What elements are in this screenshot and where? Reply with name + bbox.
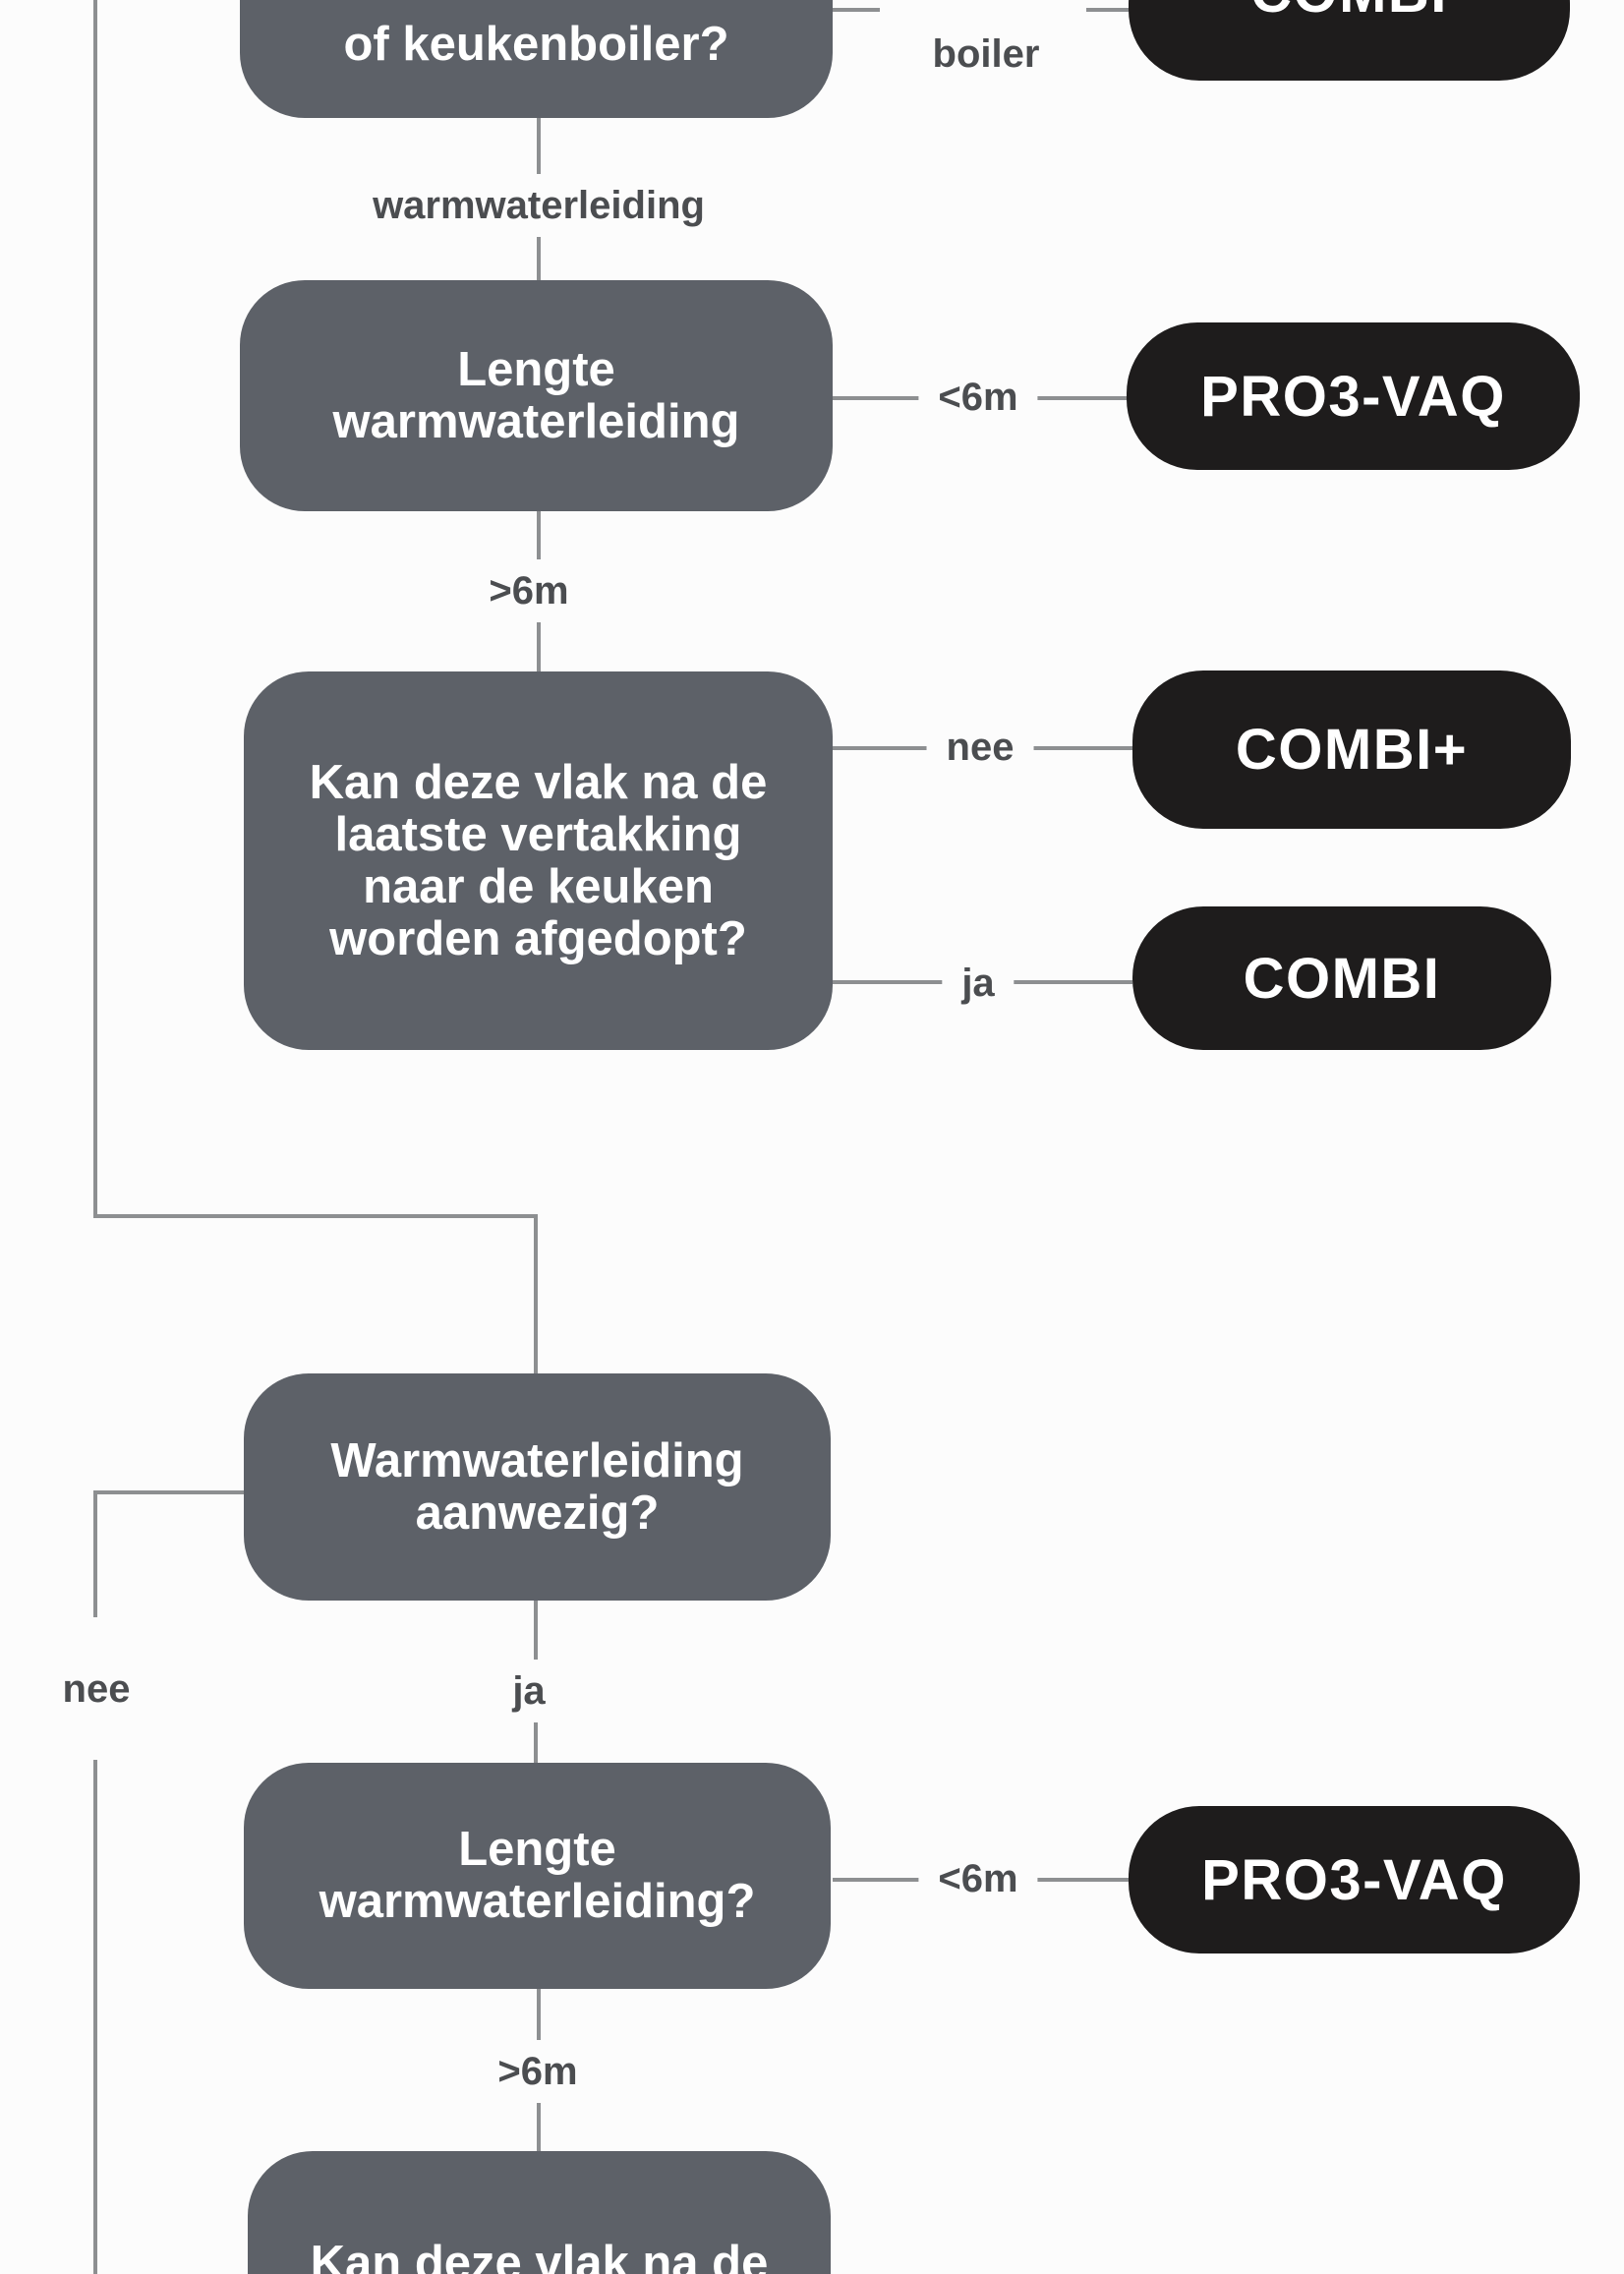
question-text: Kan deze vlak na de bbox=[310, 2237, 769, 2274]
connector-nee-2-horizontal bbox=[93, 1490, 244, 1494]
edge-label-warmwaterleiding: warmwaterleiding bbox=[353, 174, 725, 237]
edge-label-nee-1: nee bbox=[926, 716, 1034, 779]
question-text: warmwaterleiding bbox=[332, 394, 740, 448]
question-box-lengte-1: Lengte warmwaterleiding bbox=[240, 280, 833, 511]
connector-boiler-right-dash bbox=[1086, 8, 1129, 12]
question-text: aanwezig? bbox=[415, 1486, 660, 1540]
result-box-combi-plus: COMBI+ bbox=[1132, 671, 1571, 829]
edge-label-boiler: boiler bbox=[932, 32, 1040, 76]
connector-ja-2-vertical-a bbox=[534, 1601, 538, 1660]
edge-label-gt6m-1: >6m bbox=[469, 559, 589, 622]
edge-label-lt6m-2: <6m bbox=[918, 1847, 1038, 1910]
connector-trunk-elbow-horizontal bbox=[93, 1214, 538, 1218]
result-text: COMBI+ bbox=[1235, 718, 1469, 782]
result-box-pro3vaq-2: PRO3-VAQ bbox=[1129, 1806, 1580, 1953]
question-text: warmwaterleiding? bbox=[319, 1875, 756, 1928]
connector-boiler-left-dash bbox=[833, 8, 880, 12]
question-text: worden afgedopt? bbox=[329, 911, 747, 965]
connector-trunk-into-aanwezig bbox=[534, 1214, 538, 1373]
result-text: PRO3-VAQ bbox=[1201, 1847, 1507, 1912]
edge-label-nee-2: nee bbox=[62, 1667, 131, 1711]
question-box-afdoppen-1: Kan deze vlak na de laatste vertakking n… bbox=[244, 671, 833, 1050]
question-box-afdoppen-2: Kan deze vlak na de bbox=[248, 2151, 831, 2274]
question-text: of keukenboiler? bbox=[343, 18, 729, 71]
question-text: laatste vertakking bbox=[334, 807, 742, 861]
question-box-lengte-2: Lengte warmwaterleiding? bbox=[244, 1763, 831, 1989]
edge-label-lt6m-1: <6m bbox=[918, 366, 1038, 429]
result-box-combi-top: COMBI bbox=[1129, 0, 1570, 81]
question-text: naar de keuken bbox=[363, 859, 714, 913]
connector-nee-2-vertical-a bbox=[93, 1490, 97, 1617]
result-text: PRO3-VAQ bbox=[1200, 364, 1506, 429]
connector-trunk-left-vertical bbox=[93, 0, 97, 1216]
result-text: COMBI bbox=[1250, 0, 1448, 26]
connector-nee-2-vertical-b bbox=[93, 1760, 97, 2274]
question-text: Warmwaterleiding bbox=[330, 1433, 744, 1487]
result-box-pro3vaq-1: PRO3-VAQ bbox=[1127, 322, 1580, 470]
edge-label-gt6m-2: >6m bbox=[478, 2040, 598, 2103]
question-box-keukenboiler: of keukenboiler? bbox=[240, 0, 833, 118]
edge-label-ja-2: ja bbox=[512, 1669, 546, 1713]
question-text: Lengte bbox=[457, 342, 615, 396]
edge-label-ja-1: ja bbox=[942, 952, 1015, 1015]
question-text: Kan deze vlak na de bbox=[309, 755, 768, 809]
result-box-combi-2: COMBI bbox=[1132, 906, 1551, 1050]
question-text: Lengte bbox=[458, 1823, 616, 1876]
question-box-aanwezig: Warmwaterleiding aanwezig? bbox=[244, 1373, 831, 1601]
result-text: COMBI bbox=[1243, 946, 1441, 1011]
connector-ja-2-vertical-b bbox=[534, 1722, 538, 1763]
